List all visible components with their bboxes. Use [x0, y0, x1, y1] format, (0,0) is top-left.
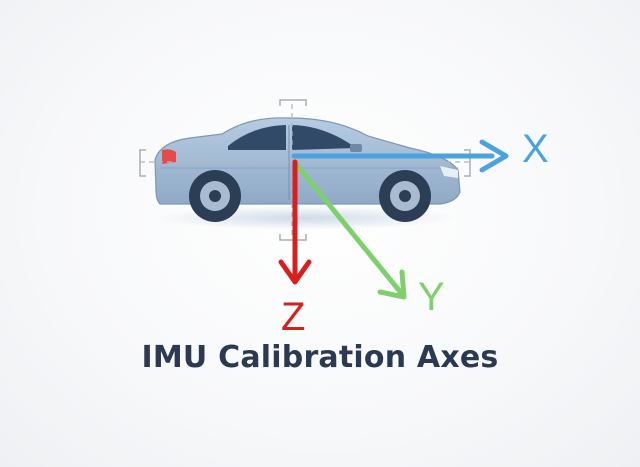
bracket-left [139, 149, 146, 177]
car-window-rear [228, 125, 286, 150]
bracket-right [464, 149, 471, 177]
z-axis-label: Z [281, 295, 305, 339]
car-window-front [292, 125, 356, 150]
front-wheel [379, 170, 431, 222]
bracket-top [279, 99, 307, 106]
tail-light [162, 149, 176, 164]
head-light [440, 166, 458, 178]
diagram-title: IMU Calibration Axes [141, 340, 499, 375]
x-axis-arrow [291, 139, 509, 173]
x-axis-label: X [522, 127, 549, 171]
car-icon [154, 117, 461, 230]
z-axis-arrow [278, 159, 312, 285]
y-axis-label: Y [418, 275, 445, 319]
side-mirror [350, 144, 362, 152]
y-axis-arrow [293, 161, 407, 300]
rear-wheel [189, 170, 241, 222]
